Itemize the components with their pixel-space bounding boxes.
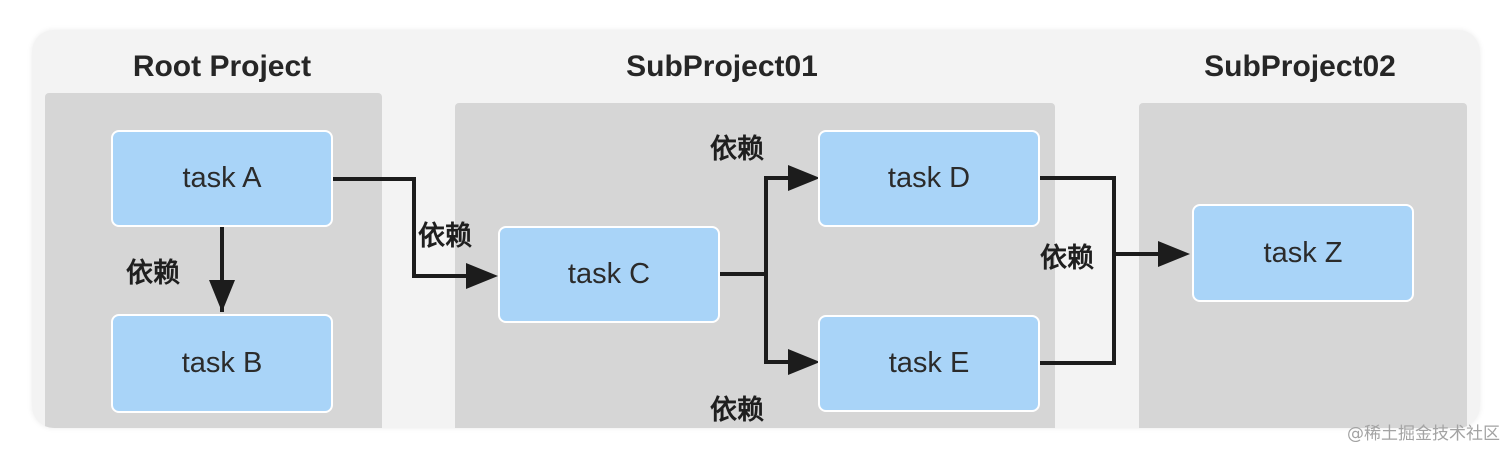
task-z-box: task Z	[1192, 204, 1414, 302]
watermark: @稀土掘金技术社区	[1347, 424, 1500, 444]
subproject02-title: SubProject02	[1204, 50, 1396, 83]
task-c-box: task C	[498, 226, 720, 323]
arrowhead-c-to-d	[788, 165, 820, 191]
dep-label-to-z: 依赖	[1040, 243, 1094, 274]
dep-label-c-e: 依赖	[710, 395, 764, 426]
subproject01-title: SubProject01	[626, 50, 818, 83]
task-b-box: task B	[111, 314, 333, 413]
task-d-box: task D	[818, 130, 1040, 227]
task-a-box: task A	[111, 130, 333, 227]
task-e-box: task E	[818, 315, 1040, 412]
edge-c-to-d	[720, 176, 792, 276]
arrowhead-a-to-c	[466, 263, 498, 289]
arrowhead-a-to-b	[209, 280, 235, 312]
root-project-title: Root Project	[132, 50, 312, 83]
edge-e-to-z	[1040, 254, 1116, 365]
edge-d-to-z	[1040, 176, 1116, 254]
arrowhead-to-z	[1158, 241, 1190, 267]
dependency-connectors	[209, 165, 1190, 375]
edge-c-to-e	[764, 274, 792, 364]
arrowhead-c-to-e	[788, 349, 820, 375]
dep-label-a-c: 依赖	[418, 221, 472, 252]
edge-a-to-c	[333, 177, 472, 278]
dep-label-a-b: 依赖	[126, 258, 180, 289]
dep-label-c-d: 依赖	[710, 134, 764, 165]
diagram-card: Root Project SubProject01 SubProject02 t…	[32, 30, 1480, 428]
